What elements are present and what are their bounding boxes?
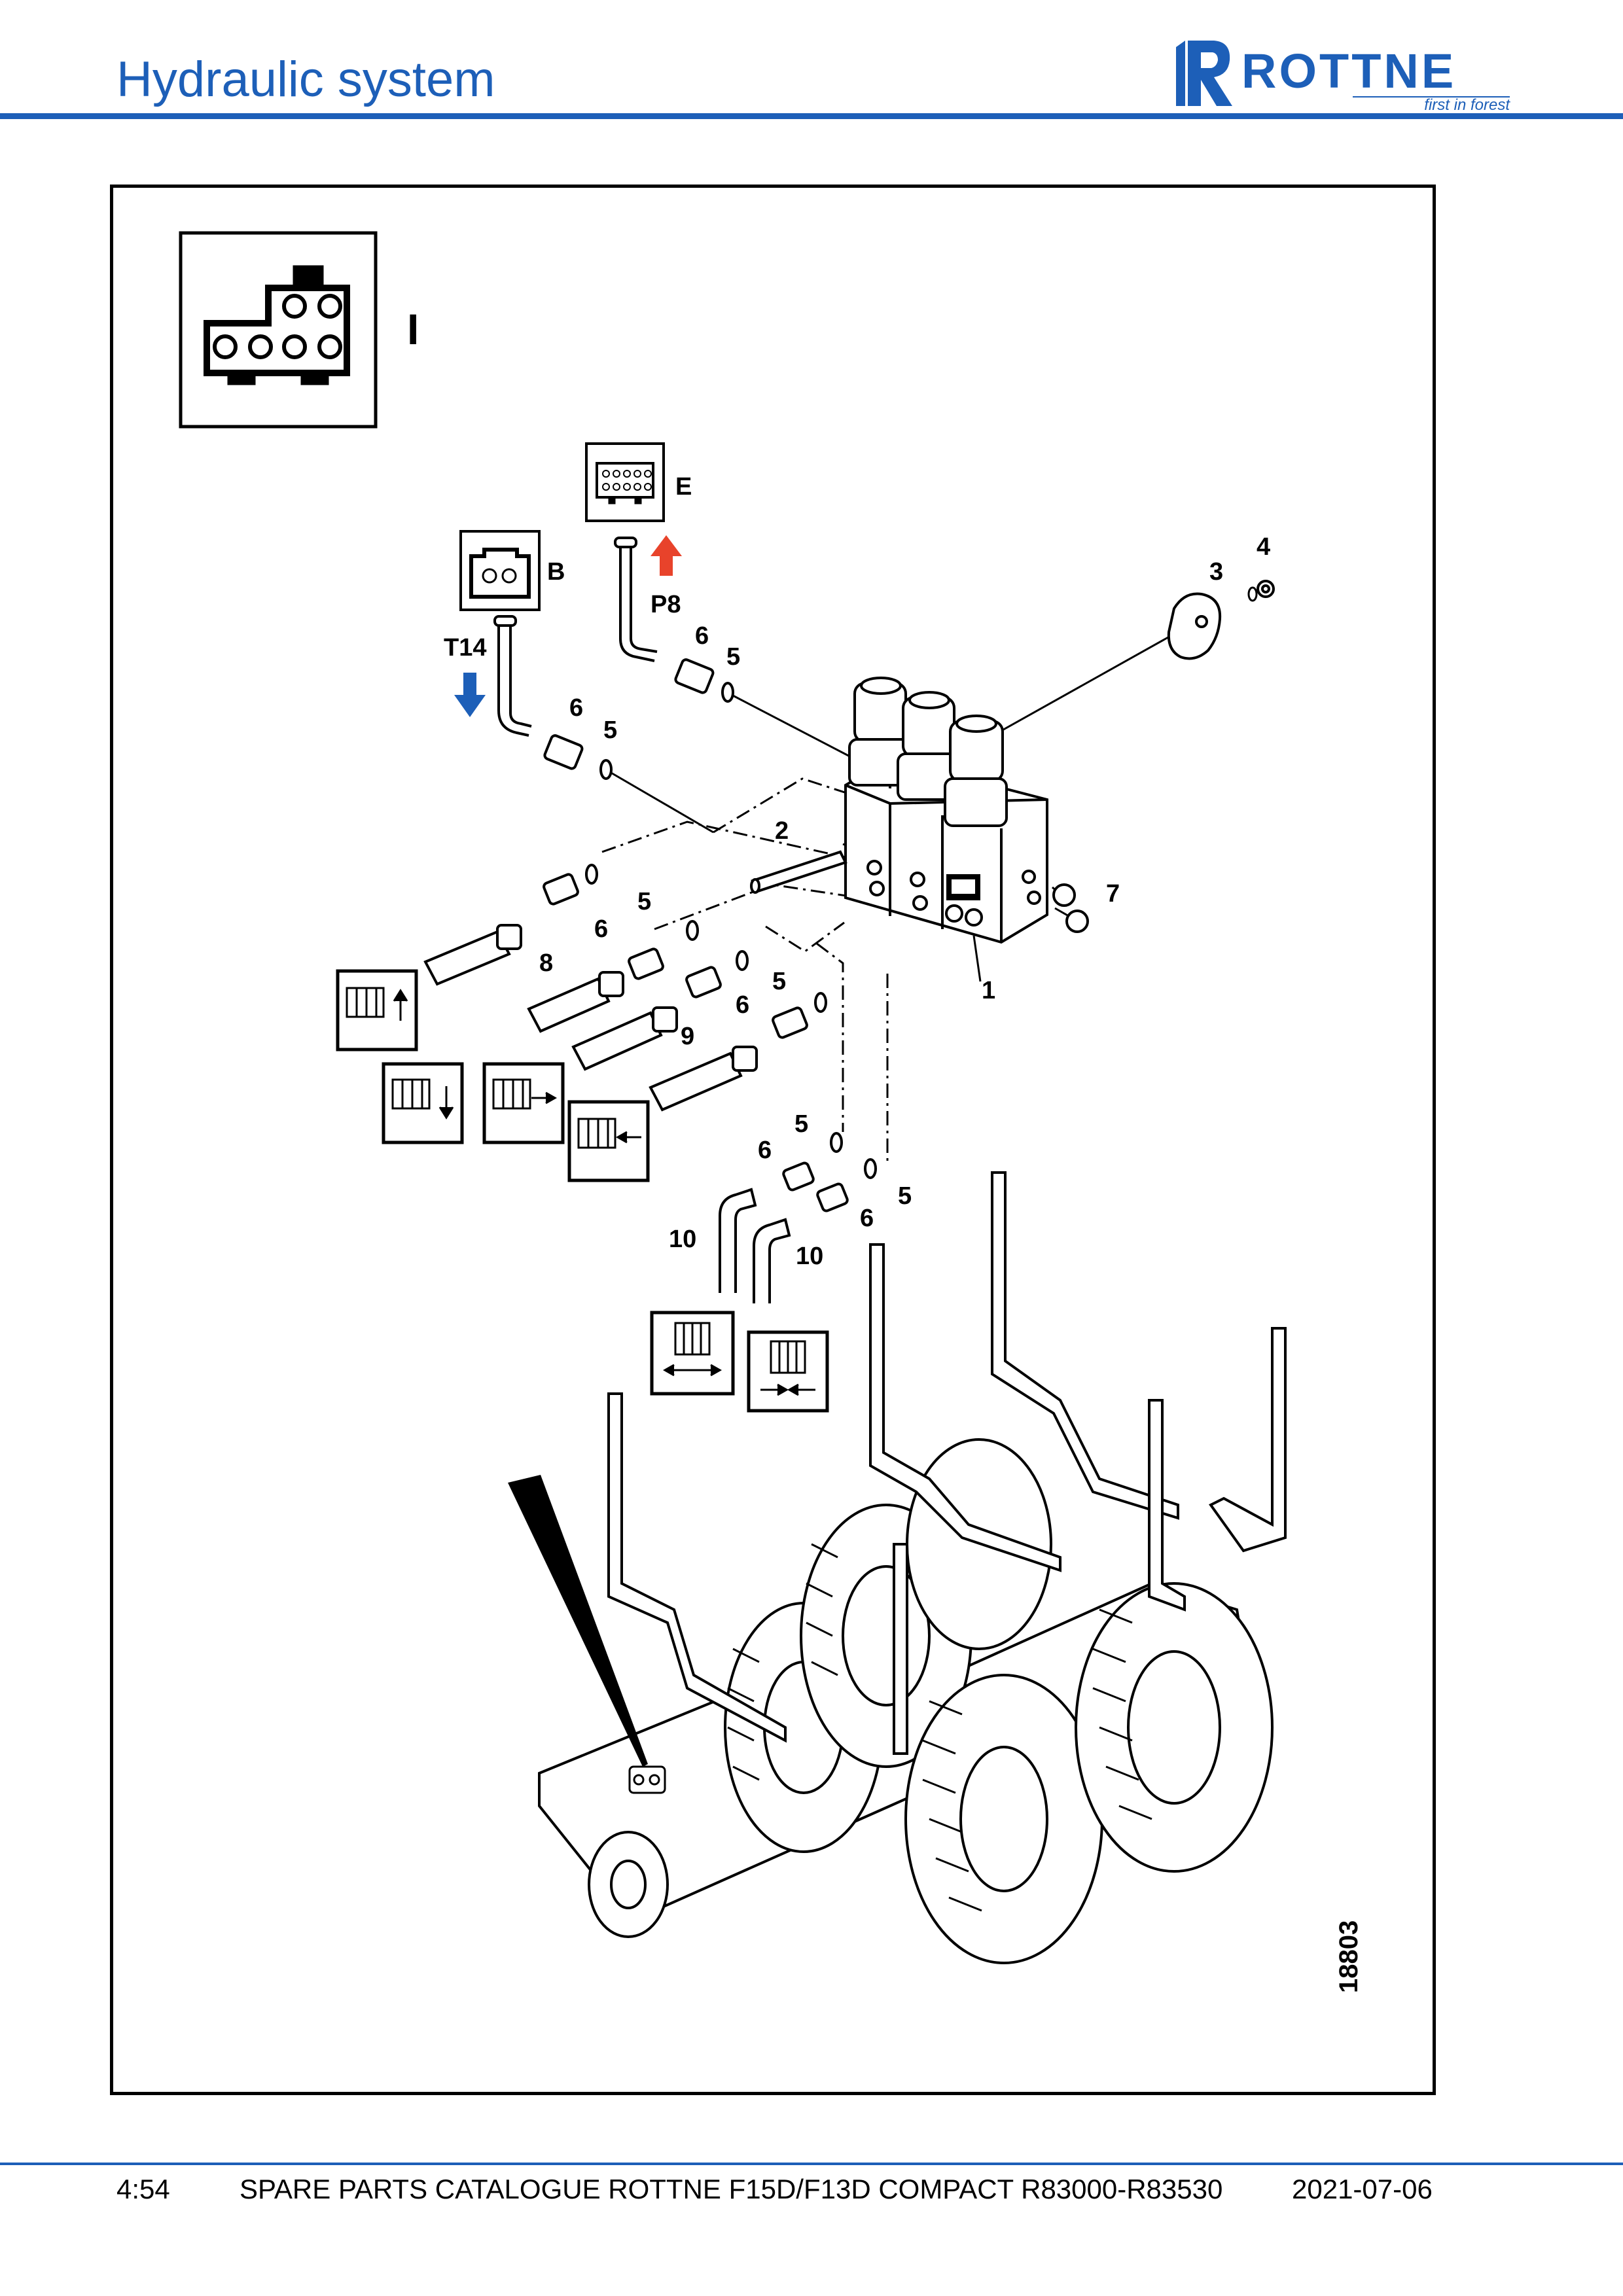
callout-6d: 6 <box>736 991 749 1019</box>
callout-5d: 5 <box>772 968 786 995</box>
leader-lines <box>609 627 1185 982</box>
callouts: 1 2 3 4 5 5 5 5 5 5 6 6 6 6 6 6 7 8 9 10… <box>539 533 1270 1270</box>
callout-7: 7 <box>1106 880 1120 908</box>
fittings-6-set <box>543 873 808 1039</box>
fitting-6-upper <box>674 658 734 703</box>
port-p8-label: P8 <box>651 591 681 618</box>
connector-b-label: B <box>547 558 565 586</box>
callout-4: 4 <box>1257 533 1270 561</box>
tire-treads <box>727 1543 1152 1912</box>
view-i-label: I <box>407 305 419 353</box>
footer-date: 2021-07-06 <box>1292 2174 1433 2204</box>
callout-5c: 5 <box>637 888 651 915</box>
view-i-connector-icon <box>179 231 378 429</box>
location-pointer-icon <box>508 1475 648 1767</box>
connector-e-label: E <box>675 473 692 501</box>
hose-p8 <box>614 537 658 662</box>
footer-page-number: 4:54 <box>116 2174 170 2204</box>
callout-9: 9 <box>681 1023 694 1050</box>
seals-5-set <box>585 864 827 1013</box>
callout-5a: 5 <box>726 643 740 671</box>
svg-text:ROTTNE: ROTTNE <box>1241 44 1456 98</box>
connector-b-icon <box>459 530 541 611</box>
footer-rule <box>0 2163 1623 2165</box>
forwarder-stakes <box>607 1171 1287 1755</box>
callout-5e: 5 <box>794 1110 808 1138</box>
callout-6b: 6 <box>569 694 583 722</box>
rottne-logo-mark <box>1176 41 1232 106</box>
callout-6c: 6 <box>594 915 608 943</box>
function-icon-glyphs <box>346 987 815 1396</box>
plugs-7 <box>1052 883 1089 933</box>
svg-text:first in forest: first in forest <box>1424 96 1510 113</box>
callout-10b: 10 <box>796 1243 823 1270</box>
callout-6a: 6 <box>695 622 709 650</box>
callout-5b: 5 <box>603 716 617 744</box>
hose-t14 <box>493 615 532 737</box>
rottne-logo: ROTTNE first in forest <box>1176 41 1510 113</box>
nut-4 <box>1257 580 1275 598</box>
port-t14-label: T14 <box>444 634 486 662</box>
pressure-arrow-icon <box>651 535 682 576</box>
callout-3: 3 <box>1209 558 1223 586</box>
header-rule <box>0 113 1623 119</box>
connector-e-icon <box>585 442 665 522</box>
page-title: Hydraulic system <box>116 52 495 107</box>
forwarder-machine <box>538 1438 1274 1964</box>
callout-5f: 5 <box>898 1182 912 1210</box>
callout-10a: 10 <box>669 1226 696 1253</box>
hoses-10 <box>719 1132 877 1303</box>
figure-number: 18803 <box>1334 1920 1363 1993</box>
footer-catalogue-title: SPARE PARTS CATALOGUE ROTTNE F15D/F13D C… <box>240 2174 1223 2204</box>
solenoid-coils <box>848 677 1008 827</box>
pin-2 <box>750 850 847 894</box>
callout-2: 2 <box>775 817 789 845</box>
dash-dot-routing-lines <box>601 777 889 1161</box>
callout-6f: 6 <box>860 1205 874 1232</box>
valve-location-detail <box>628 1765 666 1794</box>
figure-frame <box>110 185 1436 2095</box>
function-icons <box>336 969 829 1413</box>
washer-3 <box>1247 586 1258 602</box>
fitting-6-lower <box>543 734 613 780</box>
tank-arrow-icon <box>454 673 486 717</box>
hoses-8-9 <box>423 924 758 1112</box>
callout-6e: 6 <box>758 1137 772 1164</box>
cover-plate <box>1167 592 1222 660</box>
callout-8: 8 <box>539 949 553 977</box>
callout-1: 1 <box>982 977 995 1004</box>
